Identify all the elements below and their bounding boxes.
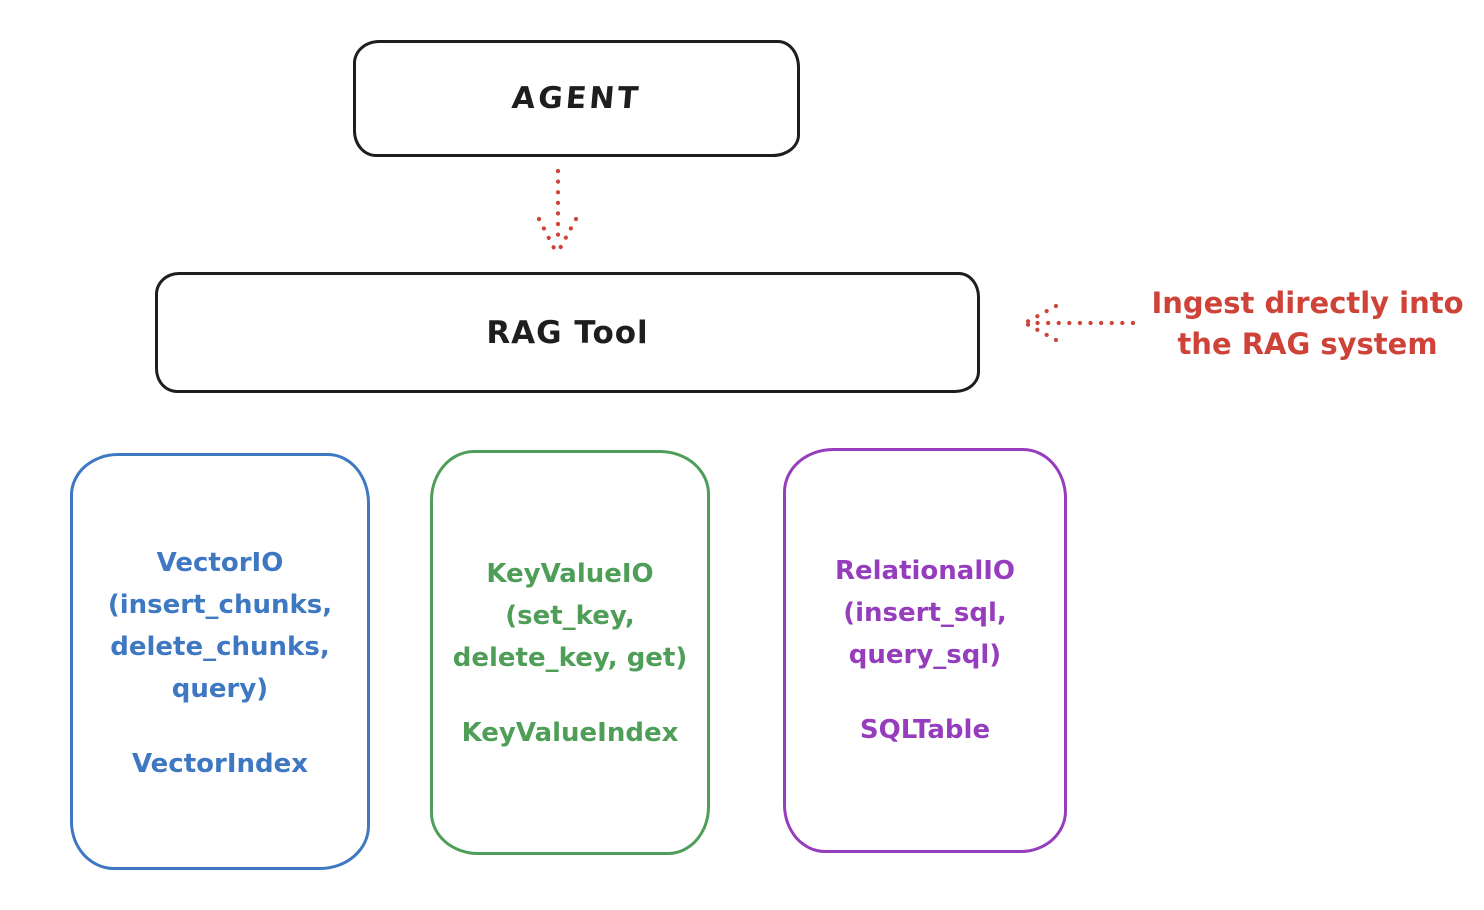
ingest-annotation: Ingest directly into the RAG system <box>1140 283 1475 365</box>
vector-io-method-line: (insert_chunks, <box>107 590 333 620</box>
rag-tool-label: RAG Tool <box>486 314 649 351</box>
backend-key-value-io: KeyValueIO (set_key, delete_key, get) Ke… <box>430 450 710 855</box>
vector-index-label: VectorIndex <box>131 749 309 779</box>
relational-io-method-line: (insert_sql, <box>843 598 1007 628</box>
ingest-annotation-line1: Ingest directly into <box>1151 286 1464 320</box>
vector-io-title: VectorIO <box>156 548 284 578</box>
rag-tool-node: RAG Tool <box>155 272 980 393</box>
key-value-io-method-line: (set_key, <box>505 601 635 631</box>
agent-node: AGENT <box>353 40 800 157</box>
vector-io-method-line: delete_chunks, <box>110 632 330 662</box>
vector-io-method-line: query) <box>171 674 269 704</box>
relational-io-title: RelationalIO <box>834 556 1016 586</box>
sql-table-label: SQLTable <box>859 715 991 745</box>
agent-label: AGENT <box>510 81 643 116</box>
backend-vector-io: VectorIO (insert_chunks, delete_chunks, … <box>70 453 370 870</box>
dotted-arrow-down-icon <box>536 168 579 255</box>
key-value-io-method-line: delete_key, get) <box>452 643 688 673</box>
key-value-io-title: KeyValueIO <box>486 559 654 589</box>
backend-relational-io: RelationalIO (insert_sql, query_sql) SQL… <box>783 448 1067 853</box>
relational-io-method-line: query_sql) <box>848 640 1002 670</box>
key-value-index-label: KeyValueIndex <box>461 718 679 748</box>
dotted-arrow-left-icon <box>1022 303 1136 343</box>
ingest-annotation-line2: the RAG system <box>1177 327 1438 361</box>
